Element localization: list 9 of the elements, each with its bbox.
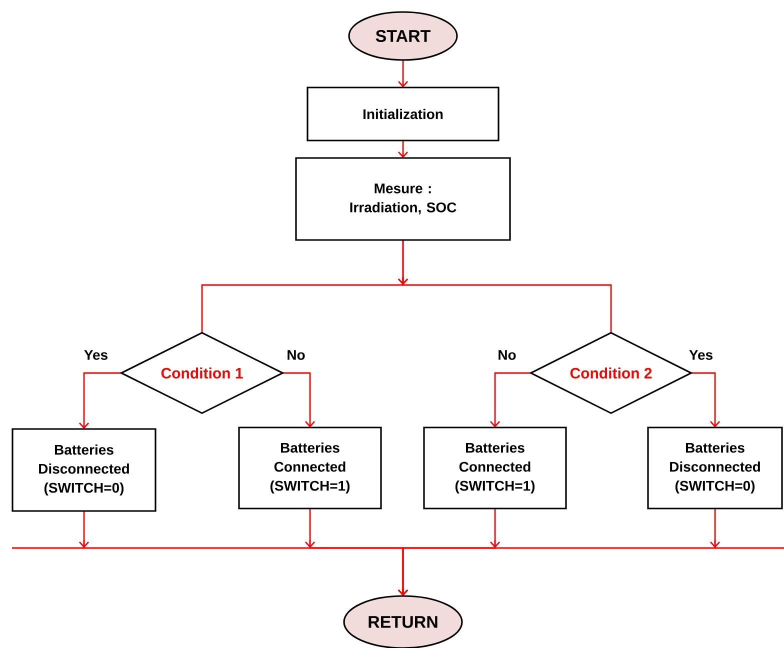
edge-label: No [288,350,305,360]
process-box: Batteries Connected (SWITCH=1) [238,426,382,510]
process-box: Mesure : Irradiation, SOC [295,157,511,241]
process-box: Batteries Disconnected (SWITCH=0) [647,426,783,510]
process-box: Batteries Connected (SWITCH=1) [423,426,567,510]
edge-label: No [498,350,516,360]
edge-label: Yes [84,350,108,360]
process-box: Batteries Disconnected (SWITCH=0) [12,428,156,512]
process-box: Initialization [306,86,500,142]
